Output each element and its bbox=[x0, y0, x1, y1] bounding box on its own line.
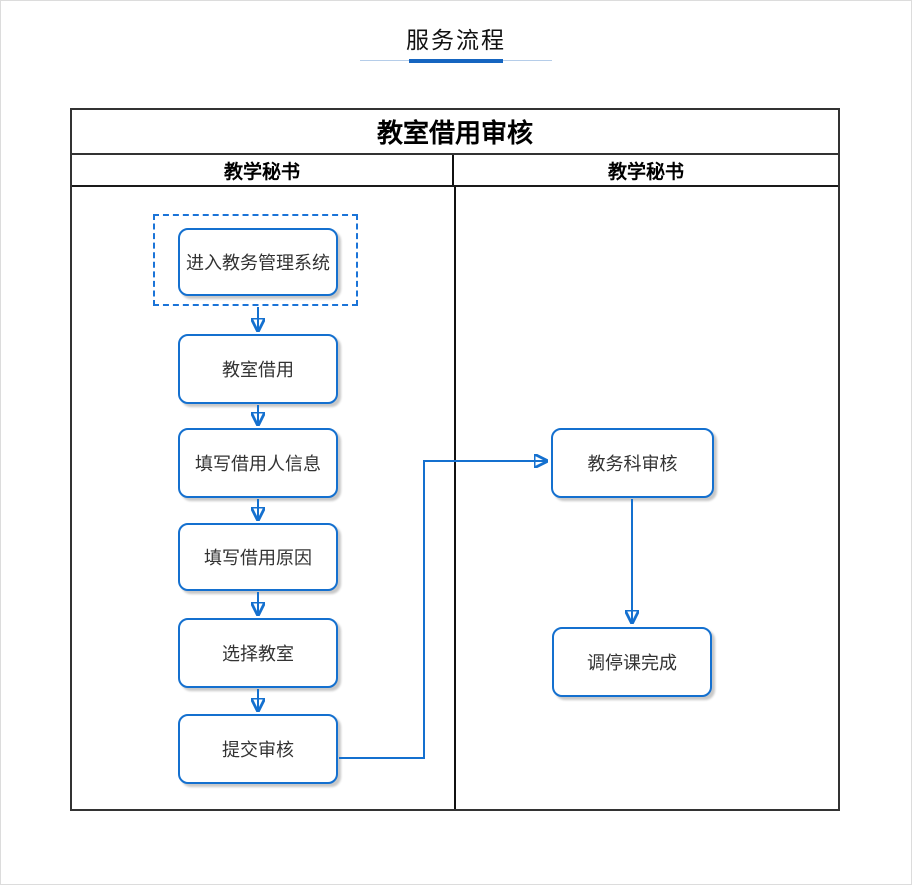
flow-node-fill-reason[interactable]: 填写借用原因 bbox=[178, 523, 338, 591]
title-underline-accent bbox=[409, 59, 503, 63]
lane-header-left: 教学秘书 bbox=[72, 155, 454, 185]
flow-node-select-classroom[interactable]: 选择教室 bbox=[178, 618, 338, 688]
flowchart-title: 教室借用审核 bbox=[72, 110, 838, 155]
flow-node-enter-system[interactable]: 进入教务管理系统 bbox=[178, 228, 338, 296]
flow-node-adjust-complete[interactable]: 调停课完成 bbox=[552, 627, 712, 697]
flow-node-classroom-borrow[interactable]: 教室借用 bbox=[178, 334, 338, 404]
lane-header-right: 教学秘书 bbox=[607, 161, 684, 183]
flow-node-fill-borrower-info[interactable]: 填写借用人信息 bbox=[178, 428, 338, 498]
flow-node-submit-review[interactable]: 提交审核 bbox=[178, 714, 338, 784]
selection-outline bbox=[153, 214, 358, 306]
lane-headers: 教学秘书 教学秘书 bbox=[72, 155, 838, 187]
title-underline-decoration bbox=[360, 59, 552, 63]
lane-divider bbox=[454, 187, 456, 809]
flow-node-office-review[interactable]: 教务科审核 bbox=[551, 428, 714, 498]
page-title: 服务流程 bbox=[406, 27, 506, 53]
